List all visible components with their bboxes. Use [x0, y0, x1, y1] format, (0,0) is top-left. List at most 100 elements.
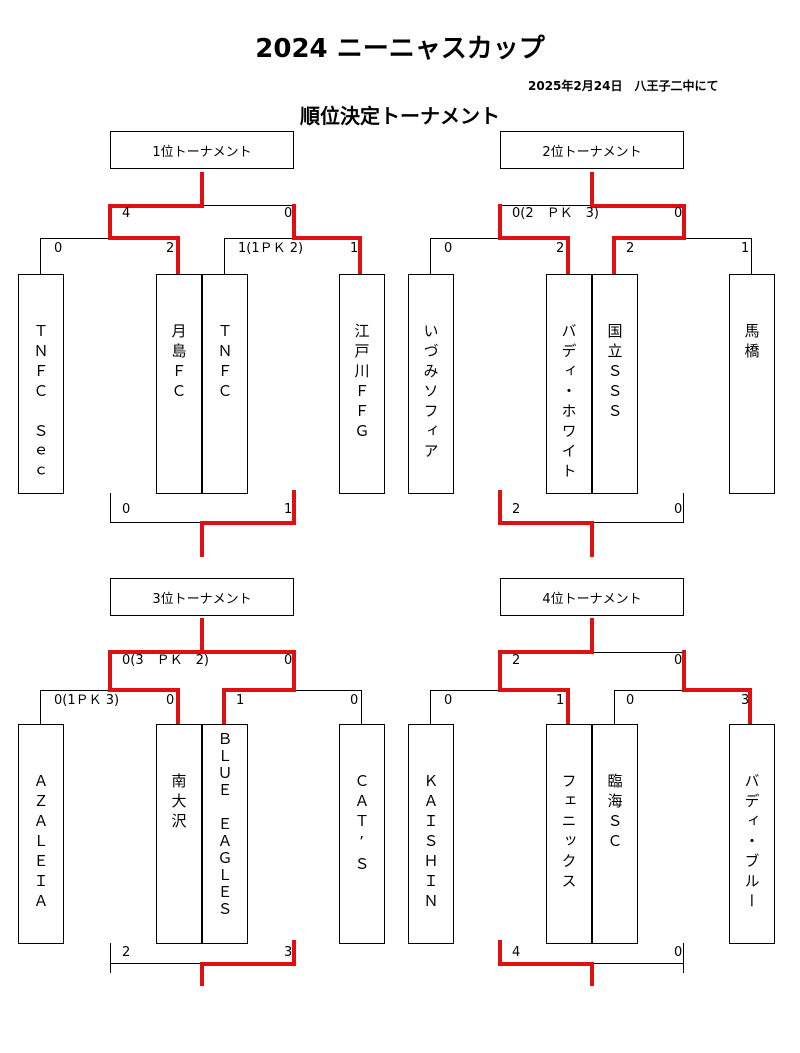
- team-name: 国立ＳＳＳ: [605, 323, 624, 423]
- winner-path: [748, 688, 752, 724]
- winner-path: [590, 204, 686, 208]
- bracket-line: [110, 943, 111, 973]
- winner-path: [590, 962, 594, 986]
- third-place-score: 0: [674, 945, 683, 960]
- team-name: 南大沢: [169, 773, 188, 833]
- winner-path: [108, 236, 180, 240]
- final-score: 4: [122, 206, 131, 221]
- team-box: ＡＺＡＬＥＩＡ: [18, 724, 64, 944]
- team-box: バディ・ホワイト: [546, 274, 592, 494]
- winner-path: [566, 688, 570, 724]
- winner-path: [682, 688, 752, 692]
- winner-path: [292, 650, 296, 690]
- first-round-score: 0: [626, 693, 635, 708]
- bracket-header: 3位トーナメント: [110, 578, 294, 616]
- bracket-line: [751, 238, 752, 274]
- page-subtitle: 順位決定トーナメント: [300, 104, 500, 128]
- winner-path: [292, 940, 296, 966]
- team-name: ＴＮＦＣ Ｓｅｃ: [31, 323, 50, 483]
- first-round-score: 2: [166, 241, 175, 256]
- winner-path: [498, 962, 594, 966]
- first-round-score: 1: [350, 241, 359, 256]
- winner-path: [200, 962, 204, 986]
- team-name: ＢＬＵＥ ＥＡＧＬＥＳ: [215, 731, 234, 918]
- winner-path: [108, 650, 112, 690]
- first-round-score: 1: [741, 241, 750, 256]
- winner-path: [108, 688, 180, 692]
- final-score: 0(3 ＰＫ 2): [122, 653, 209, 668]
- team-name: 江戸川ＦＦＧ: [352, 323, 371, 443]
- winner-path: [292, 204, 296, 240]
- first-round-score: 3: [741, 693, 750, 708]
- team-name: フェニックス: [559, 773, 578, 893]
- winner-path: [222, 688, 296, 692]
- first-round-score: 0: [166, 693, 175, 708]
- winner-path: [292, 490, 296, 525]
- team-box: ＴＮＦＣ Ｓｅｃ: [18, 274, 64, 494]
- winner-path: [498, 521, 594, 525]
- winner-path: [682, 650, 686, 690]
- winner-path: [200, 172, 204, 207]
- first-round-score: 0(1ＰＫ 3): [54, 693, 120, 708]
- team-box: フェニックス: [546, 724, 592, 944]
- winner-path: [498, 940, 502, 966]
- final-score: 0: [284, 206, 293, 221]
- third-place-score: 0: [674, 502, 683, 517]
- winner-path: [176, 688, 180, 724]
- bracket-header: 1位トーナメント: [110, 131, 294, 169]
- bracket-line: [683, 493, 684, 523]
- winner-path: [108, 204, 204, 208]
- team-box: 南大沢: [156, 724, 202, 944]
- first-round-score: 2: [626, 241, 635, 256]
- third-place-score: 0: [122, 502, 131, 517]
- team-name: ＫＡＩＳＨＩＮ: [421, 773, 440, 913]
- team-box: 江戸川ＦＦＧ: [339, 274, 385, 494]
- winner-path: [566, 236, 570, 274]
- team-name: ＣＡＴ’Ｓ: [352, 773, 371, 876]
- winner-path: [590, 521, 594, 557]
- winner-path: [176, 236, 180, 274]
- winner-path: [222, 688, 226, 724]
- bracket-line: [110, 493, 111, 523]
- winner-path: [498, 688, 570, 692]
- bracket-line: [224, 238, 225, 274]
- winner-path: [590, 618, 594, 654]
- winner-path: [498, 490, 502, 525]
- winner-path: [108, 650, 296, 654]
- team-name: 臨海ＳＣ: [605, 773, 624, 853]
- bracket-line: [614, 690, 615, 724]
- team-box: 国立ＳＳＳ: [592, 274, 638, 494]
- winner-path: [590, 172, 594, 207]
- winner-path: [200, 618, 204, 654]
- winner-path: [612, 236, 686, 240]
- bracket-header: 4位トーナメント: [500, 578, 684, 616]
- team-name: ＴＮＦＣ: [215, 323, 234, 403]
- winner-path: [498, 650, 594, 654]
- first-round-score: 1: [236, 693, 245, 708]
- winner-path: [682, 204, 686, 240]
- team-box: 馬橋: [729, 274, 775, 494]
- team-name: ＡＺＡＬＥＩＡ: [31, 773, 50, 913]
- third-place-score: 1: [284, 502, 293, 517]
- first-round-score: 1: [556, 693, 565, 708]
- first-round-score: 0: [54, 241, 63, 256]
- winner-path: [498, 236, 570, 240]
- team-box: 月島ＦＣ: [156, 274, 202, 494]
- date-venue: 2025年2月24日 八王子二中にて: [528, 79, 719, 93]
- team-name: 月島ＦＣ: [169, 323, 188, 403]
- team-name: いづみソフィア: [421, 323, 440, 463]
- team-box: いづみソフィア: [408, 274, 454, 494]
- third-place-score: 3: [284, 945, 293, 960]
- final-score: 2: [512, 653, 521, 668]
- winner-path: [292, 236, 362, 240]
- winner-path: [200, 962, 296, 966]
- bracket-header: 2位トーナメント: [500, 131, 684, 169]
- winner-path: [108, 204, 112, 240]
- winner-path: [498, 650, 502, 690]
- final-score: 0(2 ＰＫ 3): [512, 206, 599, 221]
- bracket-line: [430, 690, 431, 724]
- third-place-score: 4: [512, 945, 521, 960]
- final-score: 0: [674, 206, 683, 221]
- third-place-score: 2: [122, 945, 131, 960]
- bracket-line: [361, 690, 362, 724]
